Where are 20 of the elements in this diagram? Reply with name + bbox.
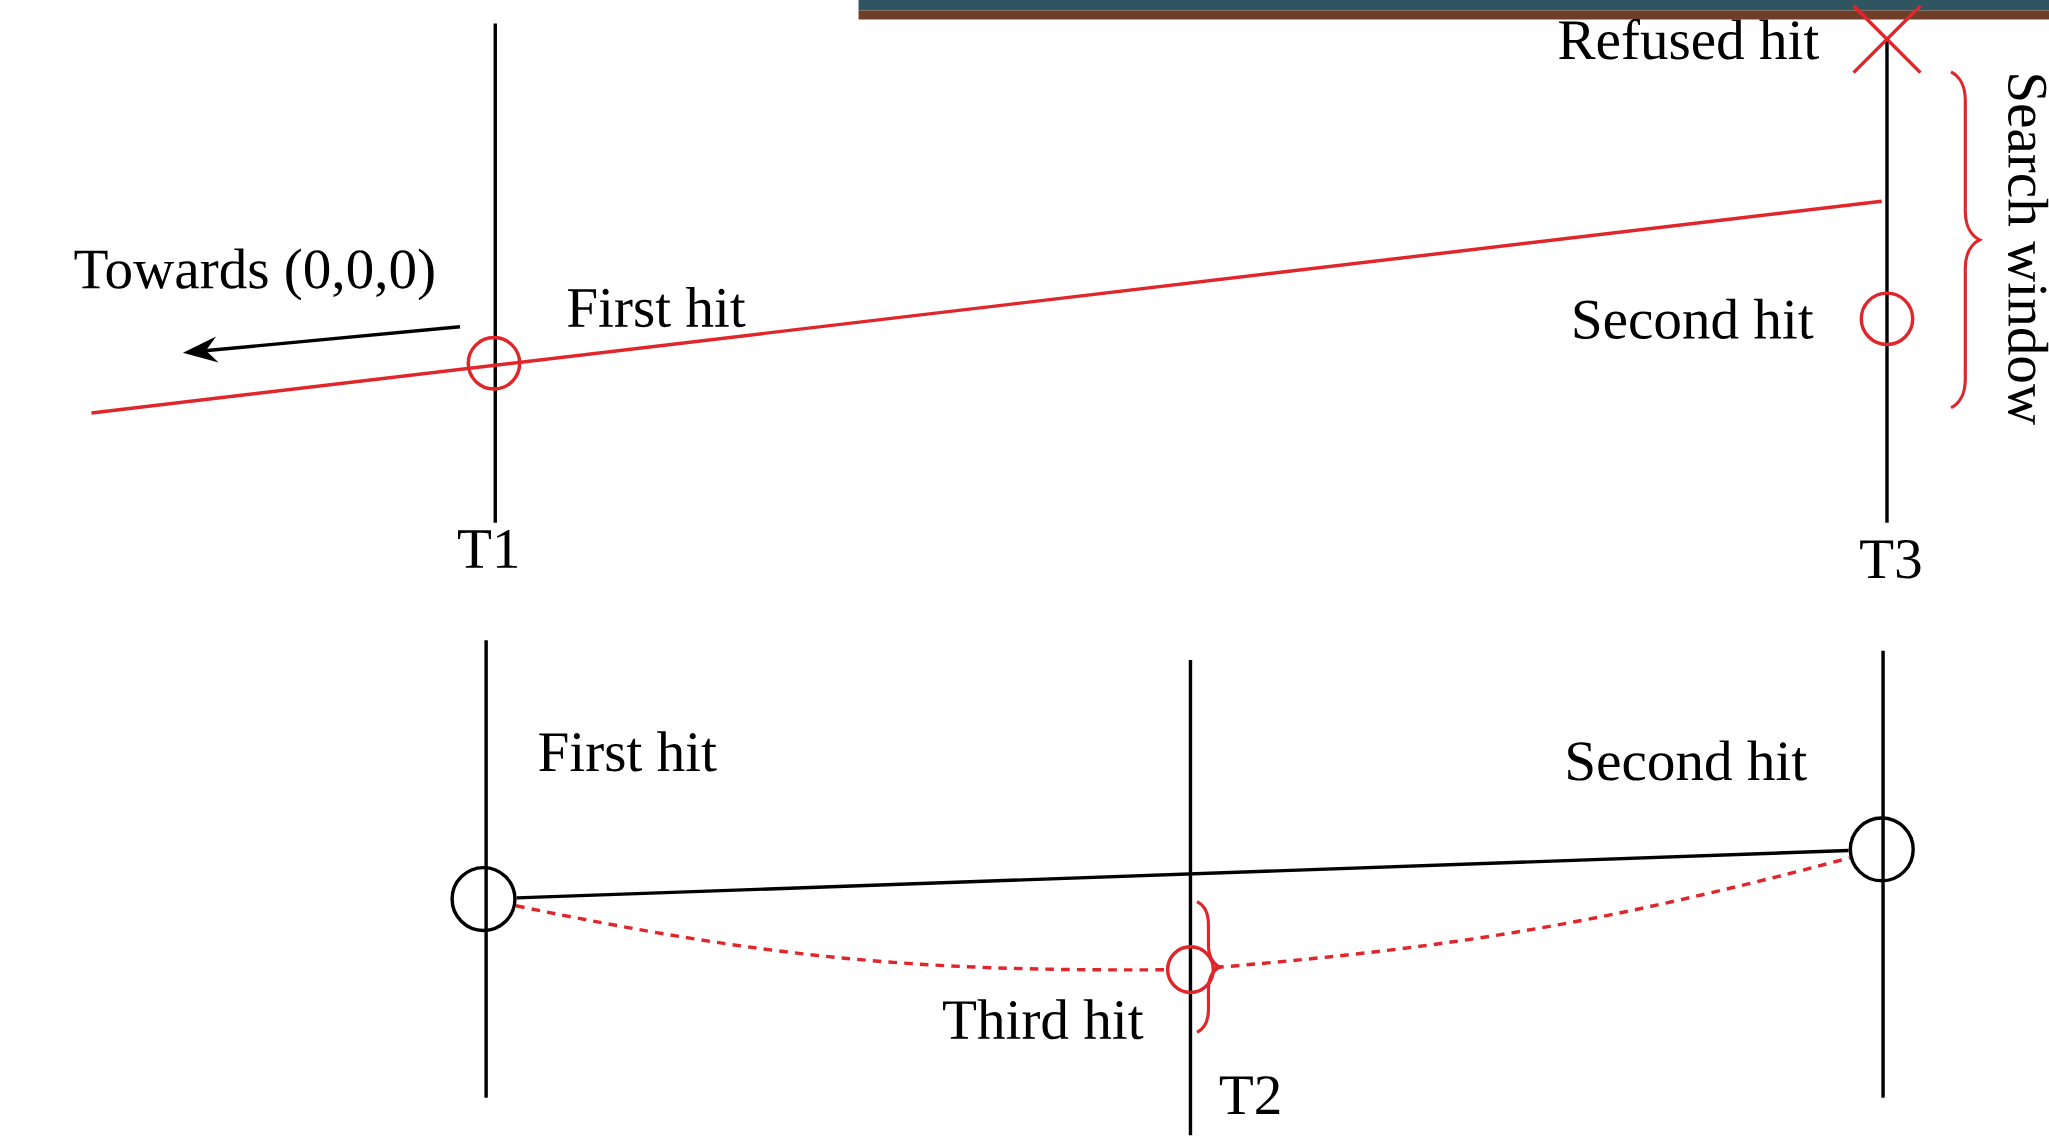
hit-circle — [1859, 291, 1915, 347]
hit-circle — [450, 866, 517, 933]
connector-line — [515, 904, 1166, 972]
hit-circle — [1165, 945, 1216, 995]
connector-line — [1214, 856, 1851, 970]
window-label: Search window — [2008, 75, 2049, 426]
hit-label: First hit — [567, 287, 746, 328]
hit-label: Third hit — [943, 999, 1144, 1040]
hit-circle — [1848, 816, 1915, 883]
hit-label: Second hit — [1574, 298, 1814, 340]
hit-label: First hit — [539, 731, 717, 772]
track-label: T2 — [1219, 1076, 1280, 1115]
hit-label: Refused hit — [1559, 19, 1819, 60]
track-label: T1 — [458, 530, 518, 568]
hit-circle — [466, 336, 522, 391]
connector-line — [516, 849, 1849, 900]
hit-label: Second hit — [1568, 740, 1807, 781]
cross-mark — [1851, 4, 1923, 75]
track-label: T3 — [1860, 540, 1921, 579]
direction-label: Towards (0,0,0) — [74, 248, 434, 301]
